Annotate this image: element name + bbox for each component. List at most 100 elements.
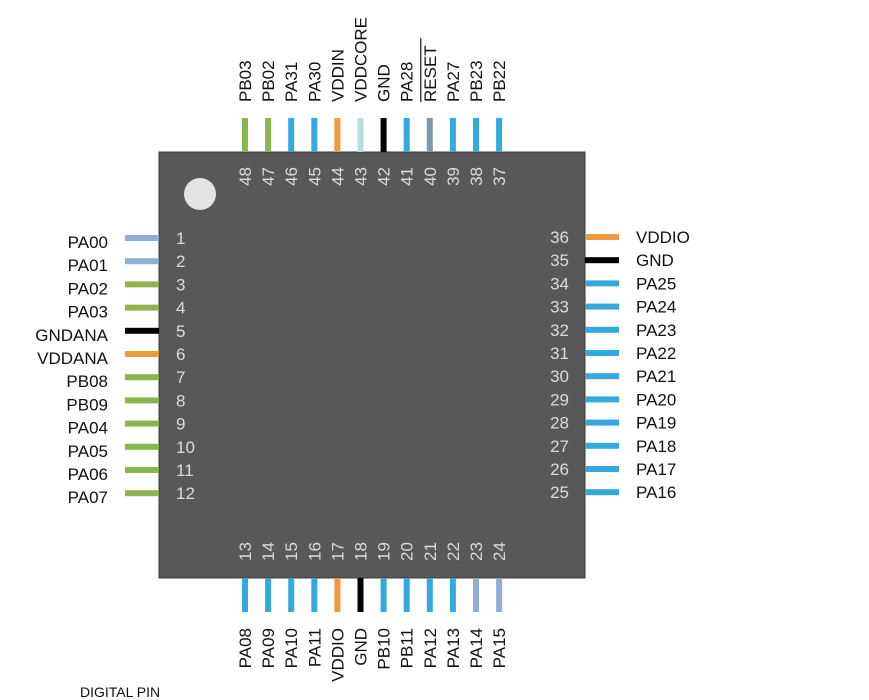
pin-9-lead — [125, 420, 159, 427]
chip-package — [158, 151, 586, 579]
pin-26-number: 26 — [550, 460, 569, 479]
pin-label-gnd: GND — [375, 64, 394, 102]
pin-18-lead — [357, 578, 364, 612]
pin-35-lead — [585, 257, 619, 264]
pin-11-number: 11 — [176, 461, 194, 480]
pin-7-lead — [125, 374, 159, 381]
pin-33-number: 33 — [550, 298, 569, 317]
pin-36-number: 36 — [550, 228, 569, 247]
pin-33-lead — [585, 303, 619, 310]
pin-41-number: 41 — [398, 167, 417, 186]
pin-label-pa10: PA10 — [282, 628, 301, 668]
footer-caption: DIGITAL PIN — [80, 684, 161, 700]
pin-30-number: 30 — [550, 367, 569, 386]
pin-31-lead — [585, 350, 619, 356]
pin-1-number: 1 — [176, 229, 185, 248]
pin-label-pa06: PA06 — [68, 465, 108, 484]
pin-15-lead — [288, 578, 295, 612]
pin-19-lead — [380, 578, 387, 612]
pin-29-lead — [585, 396, 619, 403]
pin-25-lead — [585, 489, 619, 496]
pin-label-pa15: PA15 — [490, 628, 509, 668]
pin-27-number: 27 — [550, 437, 569, 456]
pin-5-number: 5 — [176, 322, 185, 341]
pin-label-gnd: GND — [352, 628, 371, 666]
pin-43-number: 43 — [352, 167, 371, 186]
pin-label-vddcore: VDDCORE — [352, 17, 371, 102]
pin-label-pa14: PA14 — [467, 628, 486, 668]
pin-44-number: 44 — [328, 167, 347, 186]
pin-label-vddio: VDDIO — [328, 628, 347, 682]
pin-24-lead — [496, 578, 503, 612]
pin-46-number: 46 — [282, 167, 301, 186]
pin-6-number: 6 — [176, 345, 185, 364]
pin-7-number: 7 — [176, 368, 185, 387]
pin-label-vddin: VDDIN — [328, 49, 347, 102]
pin-12-number: 12 — [176, 484, 195, 503]
pin-label-reset: RESET — [421, 45, 440, 102]
pin-40-number: 40 — [421, 167, 440, 186]
pin-8-lead — [125, 397, 159, 404]
pin-23-number: 23 — [467, 542, 486, 561]
pin-label-pa24: PA24 — [636, 298, 676, 317]
pin-2-number: 2 — [176, 252, 185, 271]
pin-28-lead — [585, 419, 619, 426]
pin-22-lead — [449, 578, 456, 612]
pin-label-pa28: PA28 — [398, 62, 417, 102]
pin-3-number: 3 — [176, 275, 185, 294]
pin-47-number: 47 — [259, 167, 278, 186]
pin-23-lead — [473, 578, 479, 612]
pin-32-lead — [585, 326, 619, 333]
pin-label-pb22: PB22 — [490, 60, 509, 102]
pin-34-lead — [585, 280, 619, 287]
pin-8-number: 8 — [176, 391, 185, 410]
pin-31-number: 31 — [550, 344, 569, 363]
pin-13-number: 13 — [236, 542, 255, 561]
pin-14-number: 14 — [259, 542, 278, 561]
pin-41-lead — [403, 118, 410, 152]
pin-5-lead — [125, 327, 159, 334]
pin-14-lead — [265, 578, 272, 612]
pin-label-pa25: PA25 — [636, 274, 676, 293]
pin-19-number: 19 — [375, 542, 394, 561]
pin-34-number: 34 — [550, 274, 569, 293]
pin-37-number: 37 — [490, 167, 509, 186]
pin-13-lead — [242, 578, 248, 612]
pin-6-lead — [125, 351, 159, 357]
pin-29-number: 29 — [550, 390, 569, 409]
pin-47-lead — [265, 118, 272, 152]
pin-label-pb23: PB23 — [467, 60, 486, 102]
pin-22-number: 22 — [444, 542, 463, 561]
pin-16-number: 16 — [305, 542, 324, 561]
pin-label-vddio: VDDIO — [636, 228, 690, 247]
pin-10-lead — [125, 443, 159, 450]
pin-label-pa01: PA01 — [68, 256, 108, 275]
pin-label-pb03: PB03 — [236, 60, 255, 102]
pin-label-pa22: PA22 — [636, 344, 676, 363]
pin-label-pa07: PA07 — [68, 488, 108, 507]
pin-label-pa17: PA17 — [636, 460, 676, 479]
pin-18-number: 18 — [352, 542, 371, 561]
pin-37-lead — [496, 118, 503, 152]
pin-label-gndana: GNDANA — [35, 326, 108, 345]
pin-4-number: 4 — [176, 299, 185, 318]
pin-39-number: 39 — [444, 167, 463, 186]
pin-label-pb02: PB02 — [259, 60, 278, 102]
pin-32-number: 32 — [550, 321, 569, 340]
pin-45-lead — [311, 118, 318, 152]
pin-16-lead — [311, 578, 318, 612]
pin-label-pa09: PA09 — [259, 628, 278, 668]
pin-40-lead — [426, 118, 433, 152]
pin-44-lead — [334, 118, 341, 152]
pin-label-pa18: PA18 — [636, 437, 676, 456]
pin-35-number: 35 — [550, 251, 569, 270]
pin-25-number: 25 — [550, 483, 569, 502]
pin1-marker-dot — [184, 178, 216, 210]
pin-38-lead — [473, 118, 479, 152]
pin-label-pb08: PB08 — [66, 372, 108, 391]
pin-label-pa04: PA04 — [68, 419, 108, 438]
pin-label-pb09: PB09 — [66, 395, 108, 414]
pin-15-number: 15 — [282, 542, 301, 561]
pin-label-pb10: PB10 — [375, 628, 394, 670]
